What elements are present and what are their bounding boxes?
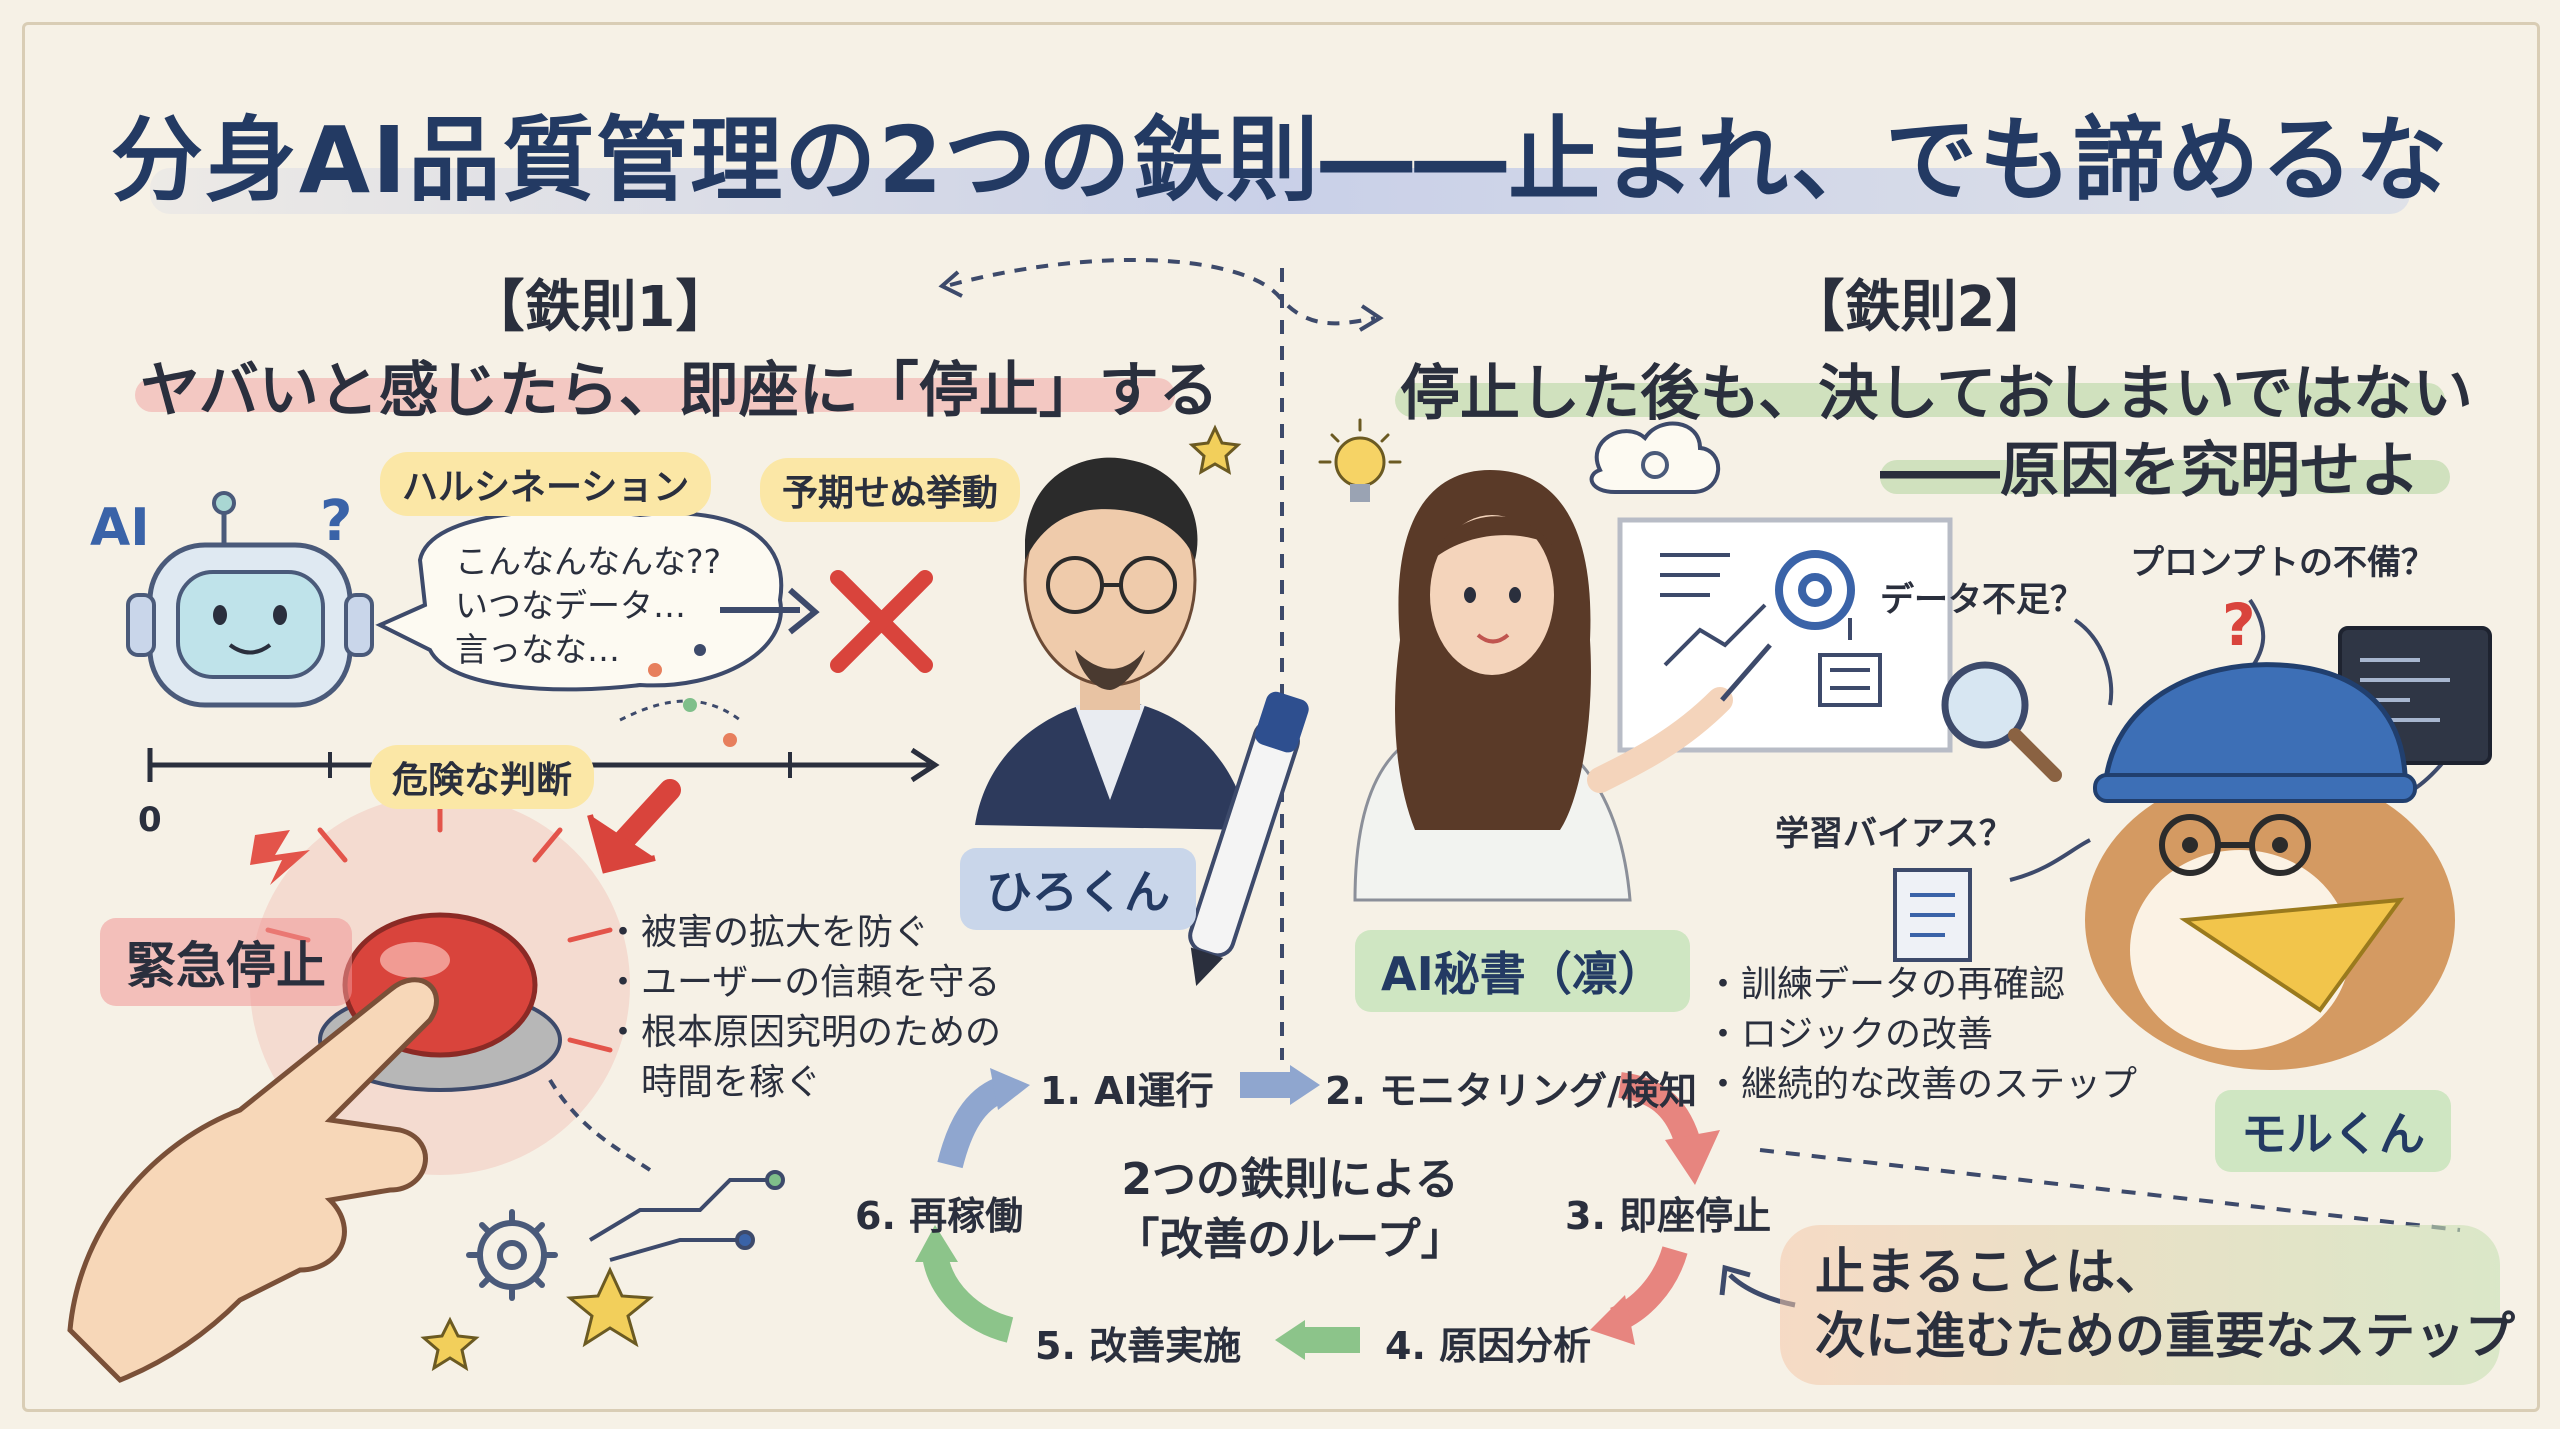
speech-line: 言っなな… [455, 630, 620, 669]
arrow-monitor-to-stop [1665, 1130, 1720, 1185]
speech-line: こんなんなんな?? [455, 542, 722, 581]
document-icon [1893, 868, 1972, 962]
conclusion-text: 止まることは、 次に進むための重要なステップ [1815, 1240, 2515, 1368]
action-item: ・訓練データの再確認 [1705, 964, 2066, 1005]
alert-bolt-icon [250, 830, 310, 885]
learning-bias-question: 学習バイアス？ [1775, 814, 2013, 854]
arrow-run-to-monitor [1290, 1065, 1320, 1105]
ai-speech-text: こんなんなんな?? いつなデータ… 言っなな… [455, 540, 721, 672]
hiro-name-tag: ひろくん [960, 848, 1196, 930]
rule2-actions-list: ・訓練データの再確認 ・ロジックの改善 ・継続的な改善のステップ [1705, 960, 2137, 1110]
hallucination-bubble: ハルシネーション [380, 452, 712, 516]
hand-pressing-icon [67, 977, 439, 1383]
question-mark-icon: ? [320, 489, 352, 554]
red-arrow-icon [587, 814, 656, 874]
action-item: ・継続的な改善のステップ [1705, 1064, 2138, 1105]
page-frame [22, 22, 2540, 1412]
mascot-guinea-pig [2085, 662, 2455, 1070]
rules-connector-arrow [949, 257, 1376, 326]
prompt-flaw-question: プロンプトの不備？ [2130, 543, 2435, 583]
rule1-headline: ヤバいと感じたら、即座に「停止」する [140, 356, 1219, 426]
thought-cloud-icon [1589, 421, 1721, 494]
loop-step-1: 1. AI運行 [1040, 1069, 1214, 1113]
loop-step-5: 5. 改善実施 [1035, 1324, 1242, 1368]
rule2-subheadline-highlight [1880, 460, 2450, 494]
rule2-headline-line1: 停止した後も、決しておしまいではない [1400, 359, 2473, 429]
gear-icon [466, 1209, 558, 1301]
whiteboard-gear-icon [1775, 550, 1855, 630]
title-highlight [150, 168, 2410, 214]
connector-arrowhead-right [1358, 304, 1384, 332]
benefit-item: ・ユーザーの信頼を守る [605, 962, 1001, 1003]
error-x-icon [830, 570, 933, 673]
small-star-icon [420, 1316, 480, 1372]
arrow-stop-to-analysis [1590, 1295, 1635, 1345]
rule2-headline-line2: ――原因を究明せよ [1880, 436, 2420, 506]
loop-title-line1: 2つの鉄則による [1121, 1154, 1459, 1205]
robot-icon [126, 491, 374, 708]
dangerous-judgment-bubble: 危険な判断 [370, 745, 595, 809]
magnifier-icon [1941, 661, 2062, 782]
marker-pen-icon [1188, 691, 1309, 986]
mascot-name-tag: モルくん [2215, 1090, 2451, 1172]
red-question-icon: ? [2222, 591, 2256, 659]
ai-secretary-name-tag: AI秘書（凛） [1355, 930, 1690, 1012]
scatter-trail [619, 644, 741, 747]
rule1-headline-highlight [135, 378, 1175, 412]
timeline-zero-label: 0 [138, 800, 162, 840]
data-shortage-question: データ不足？ [1880, 580, 2084, 620]
benefit-item: ・被害の拡大を防ぐ [605, 912, 930, 953]
bottom-divider [1759, 1148, 2461, 1232]
benefit-item: 時間を稼ぐ [605, 1062, 822, 1103]
star-icon-top [1188, 424, 1242, 475]
star-icon [566, 1266, 654, 1348]
rule1-label: 【鉄則1】 [468, 275, 732, 340]
ai-label: AI [90, 498, 150, 558]
speech-line: いつなデータ… [455, 586, 686, 625]
ai-secretary-portrait [1353, 470, 1772, 902]
loop-step-4: 4. 原因分析 [1385, 1324, 1592, 1368]
conclusion-line2: 次に進むための重要なステップ [1815, 1307, 2515, 1365]
connector-arrowhead-left [938, 270, 963, 298]
benefit-item: ・根本原因究明のための [605, 1012, 1002, 1053]
loop-step-2: 2. モニタリング/検知 [1325, 1069, 1697, 1113]
rule1-benefits-list: ・被害の拡大を防ぐ ・ユーザーの信頼を守る ・根本原因究明のための 時間を稼ぐ [605, 908, 1001, 1108]
arrow-analysis-to-improve [1275, 1320, 1305, 1360]
whiteboard-chart [1617, 517, 1953, 753]
loop-title-line2: 「改善のループ」 [1115, 1214, 1465, 1265]
lightbulb-icon [1318, 418, 1402, 502]
loop-step-3: 3. 即座停止 [1565, 1194, 1772, 1238]
emergency-stop-label: 緊急停止 [100, 918, 352, 1006]
arrow-restart-to-run [990, 1068, 1030, 1110]
conclusion-line1: 止まることは、 [1815, 1243, 2165, 1301]
unexpected-behavior-bubble: 予期せぬ挙動 [760, 458, 1021, 522]
arrow-improve-to-restart [915, 1225, 958, 1262]
hiro-portrait [975, 457, 1250, 830]
action-item: ・ロジックの改善 [1705, 1014, 1994, 1055]
loop-title: 2つの鉄則による 「改善のループ」 [1060, 1150, 1520, 1270]
conclusion-highlight [1780, 1225, 2500, 1385]
main-title: 分身AI品質管理の2つの鉄則――止まれ、でも諦めるな [110, 107, 2450, 214]
loop-step-6: 6. 再稼働 [855, 1194, 1024, 1238]
rule2-headline-highlight [1395, 383, 2445, 417]
rule2-label: 【鉄則2】 [1788, 275, 2052, 340]
circuit-lines-icon [548, 1078, 785, 1262]
